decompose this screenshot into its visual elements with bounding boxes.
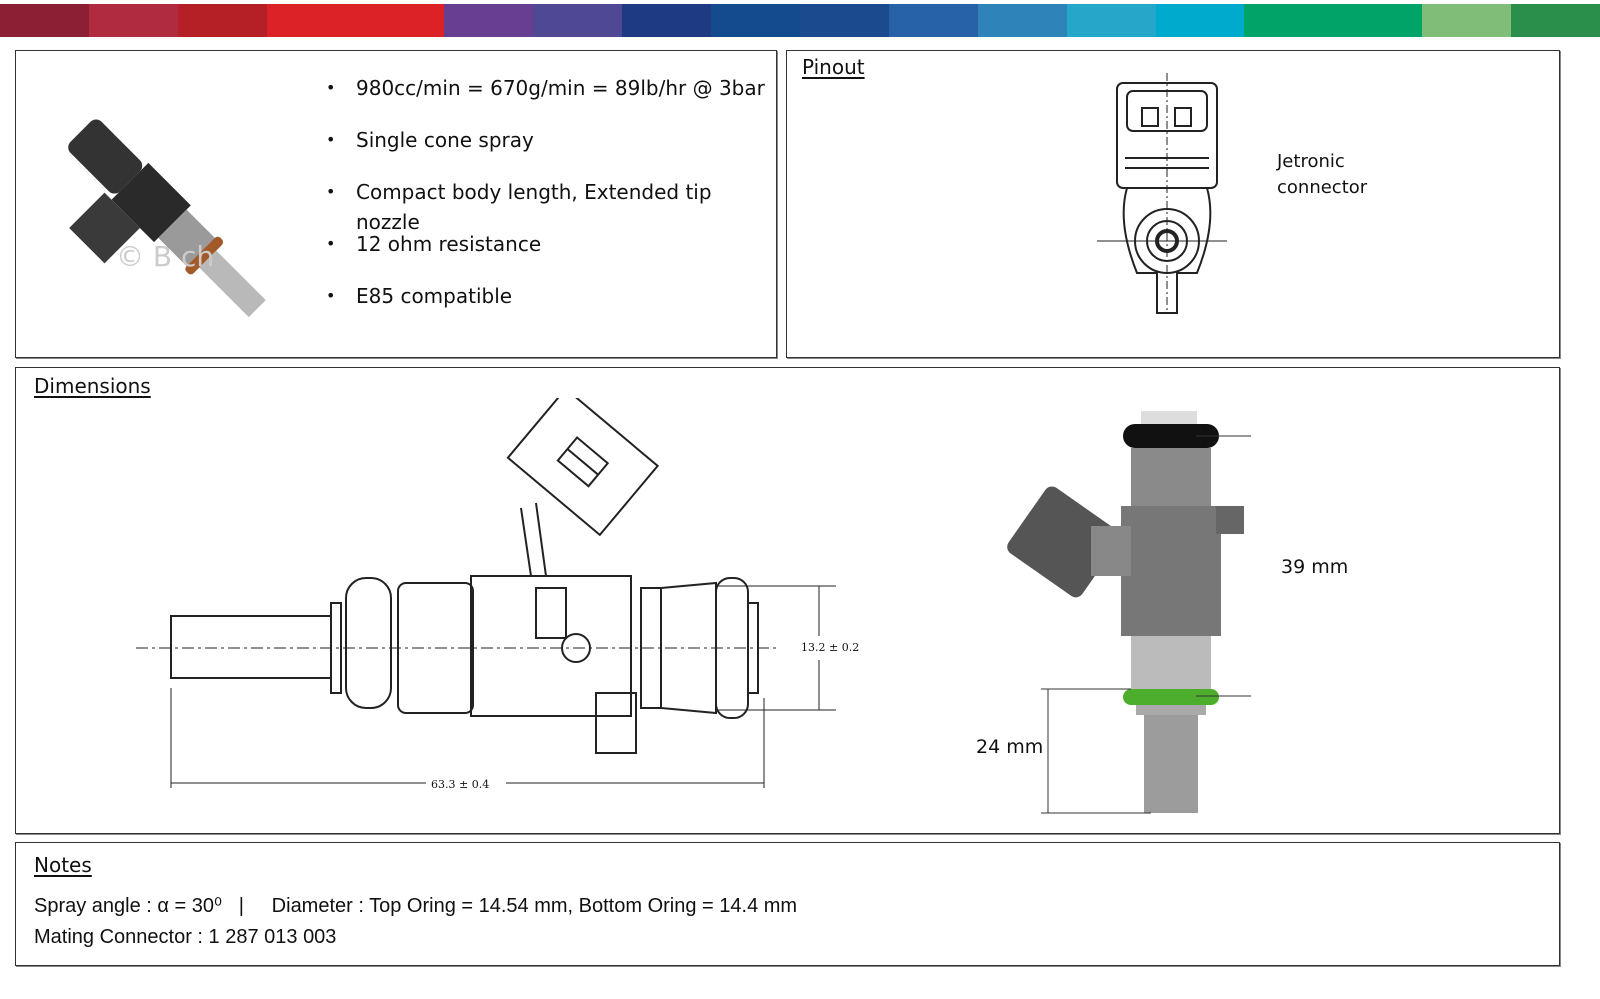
banner-segment <box>444 4 534 37</box>
banner-segment <box>977 4 1067 37</box>
banner-segment <box>800 4 889 37</box>
injector-render <box>1007 411 1251 814</box>
notes-line: Mating Connector : 1 287 013 003 <box>34 926 337 948</box>
side-view-drawing <box>136 398 836 788</box>
banner-segment <box>622 4 712 37</box>
feature-item: Single cone spray <box>326 125 776 177</box>
banner-segment <box>1511 4 1600 37</box>
features-panel: © B ch 980cc/min = 670g/min = 89lb/hr @ … <box>15 50 777 358</box>
feature-item: Compact body length, Extended tip nozzle <box>326 177 776 234</box>
dimensions-title: Dimensions <box>34 374 151 398</box>
connector-drawing <box>1097 73 1227 314</box>
banner-segment <box>1422 4 1512 37</box>
connector-label-line: Jetronic <box>1277 151 1345 172</box>
pinout-panel: Pinout Jetronic connector <box>786 50 1560 358</box>
watermark: © B ch <box>116 240 214 273</box>
connector-label-line: connector <box>1277 177 1368 198</box>
banner-segment <box>177 4 267 37</box>
length-dimension: 63.3 ± 0.4 <box>431 778 490 791</box>
banner-segment <box>266 4 356 37</box>
dimensions-panel: Dimensions 13.2 ± 0.2 63.3 ± 0.4 39 mm 2… <box>15 367 1560 834</box>
connector-label: Jetronic connector <box>1277 149 1367 201</box>
banner-segment <box>1066 4 1156 37</box>
feature-list: 980cc/min = 670g/min = 89lb/hr @ 3bar Si… <box>326 73 776 333</box>
banner-segment <box>355 4 445 37</box>
banner-segment <box>88 4 178 37</box>
banner-segment <box>1244 4 1334 37</box>
notes-title: Notes <box>34 853 92 877</box>
feature-item: 12 ohm resistance <box>326 229 776 281</box>
feature-item: E85 compatible <box>326 281 776 333</box>
notes-line: Spray angle : α = 30⁰ | Diameter : Top O… <box>34 895 798 917</box>
banner-segment <box>0 4 89 37</box>
injector-photo: © B ch <box>68 119 266 318</box>
banner-segment <box>888 4 978 37</box>
pinout-title: Pinout <box>802 55 865 79</box>
height-top-label: 39 mm <box>1281 556 1349 578</box>
banner-segment <box>1155 4 1245 37</box>
color-banner <box>0 4 1600 37</box>
banner-segment <box>533 4 623 37</box>
height-bottom-label: 24 mm <box>976 736 1044 758</box>
notes-panel: Notes Spray angle : α = 30⁰ | Diameter :… <box>15 842 1560 966</box>
feature-item: 980cc/min = 670g/min = 89lb/hr @ 3bar <box>326 73 776 125</box>
banner-segment <box>1333 4 1423 37</box>
banner-segment <box>711 4 801 37</box>
diameter-dimension: 13.2 ± 0.2 <box>801 641 860 654</box>
